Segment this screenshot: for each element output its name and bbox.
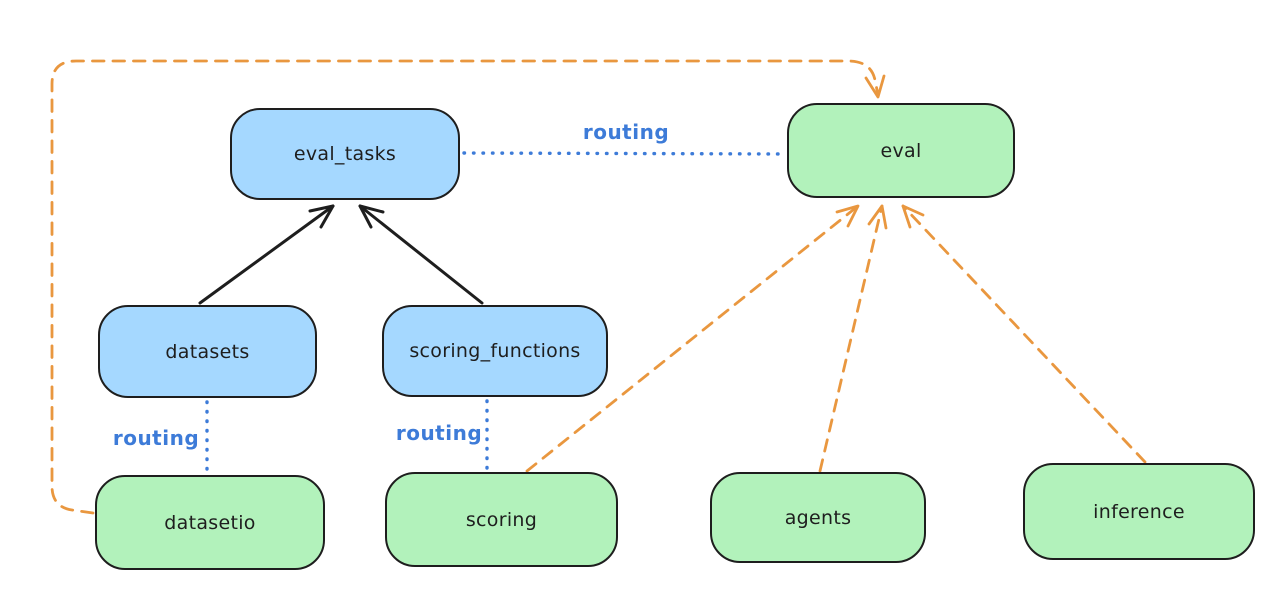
node-scoring-functions: scoring_functions <box>382 305 608 397</box>
node-inference-label: inference <box>1093 500 1185 523</box>
edge-inference-to-eval <box>901 204 1147 464</box>
node-datasets-label: datasets <box>165 340 250 363</box>
edge-eval-tasks-to-eval <box>462 151 787 156</box>
edge-label-routing-scoring-functions-scoring: routing <box>395 421 483 445</box>
arrowhead-scoring-functions-to-eval-tasks <box>358 204 385 229</box>
edge-scoring-functions-to-eval-tasks <box>358 204 484 305</box>
edge-datasets-to-eval-tasks <box>198 204 335 305</box>
edge-label-routing-eval-tasks-eval: routing <box>582 120 670 144</box>
node-datasetio: datasetio <box>95 475 325 570</box>
node-eval: eval <box>787 103 1015 198</box>
arrowhead-scoring-to-eval <box>835 204 860 228</box>
node-scoring-functions-label: scoring_functions <box>409 340 581 362</box>
arrowhead-agents-to-eval <box>867 204 888 230</box>
edge-agents-to-eval <box>818 204 884 473</box>
arrowhead-inference-to-eval <box>901 204 925 229</box>
node-inference: inference <box>1023 463 1255 560</box>
node-eval-tasks-label: eval_tasks <box>293 143 397 165</box>
arrowhead-datasets-to-eval-tasks <box>308 204 335 229</box>
edge-datasetio-to-eval <box>50 59 880 515</box>
node-scoring-label: scoring <box>465 508 538 531</box>
node-eval-label: eval <box>880 139 922 162</box>
edge-label-routing-datasets-datasetio: routing <box>112 426 200 450</box>
node-datasets: datasets <box>98 305 317 398</box>
edge-scoring-to-eval <box>525 204 860 473</box>
node-agents: agents <box>710 472 926 563</box>
node-datasetio-label: datasetio <box>164 511 256 534</box>
node-agents-label: agents <box>784 506 852 529</box>
node-eval-tasks: eval_tasks <box>230 108 460 200</box>
node-scoring: scoring <box>385 472 618 567</box>
arrowhead-datasetio-to-eval <box>864 74 886 99</box>
